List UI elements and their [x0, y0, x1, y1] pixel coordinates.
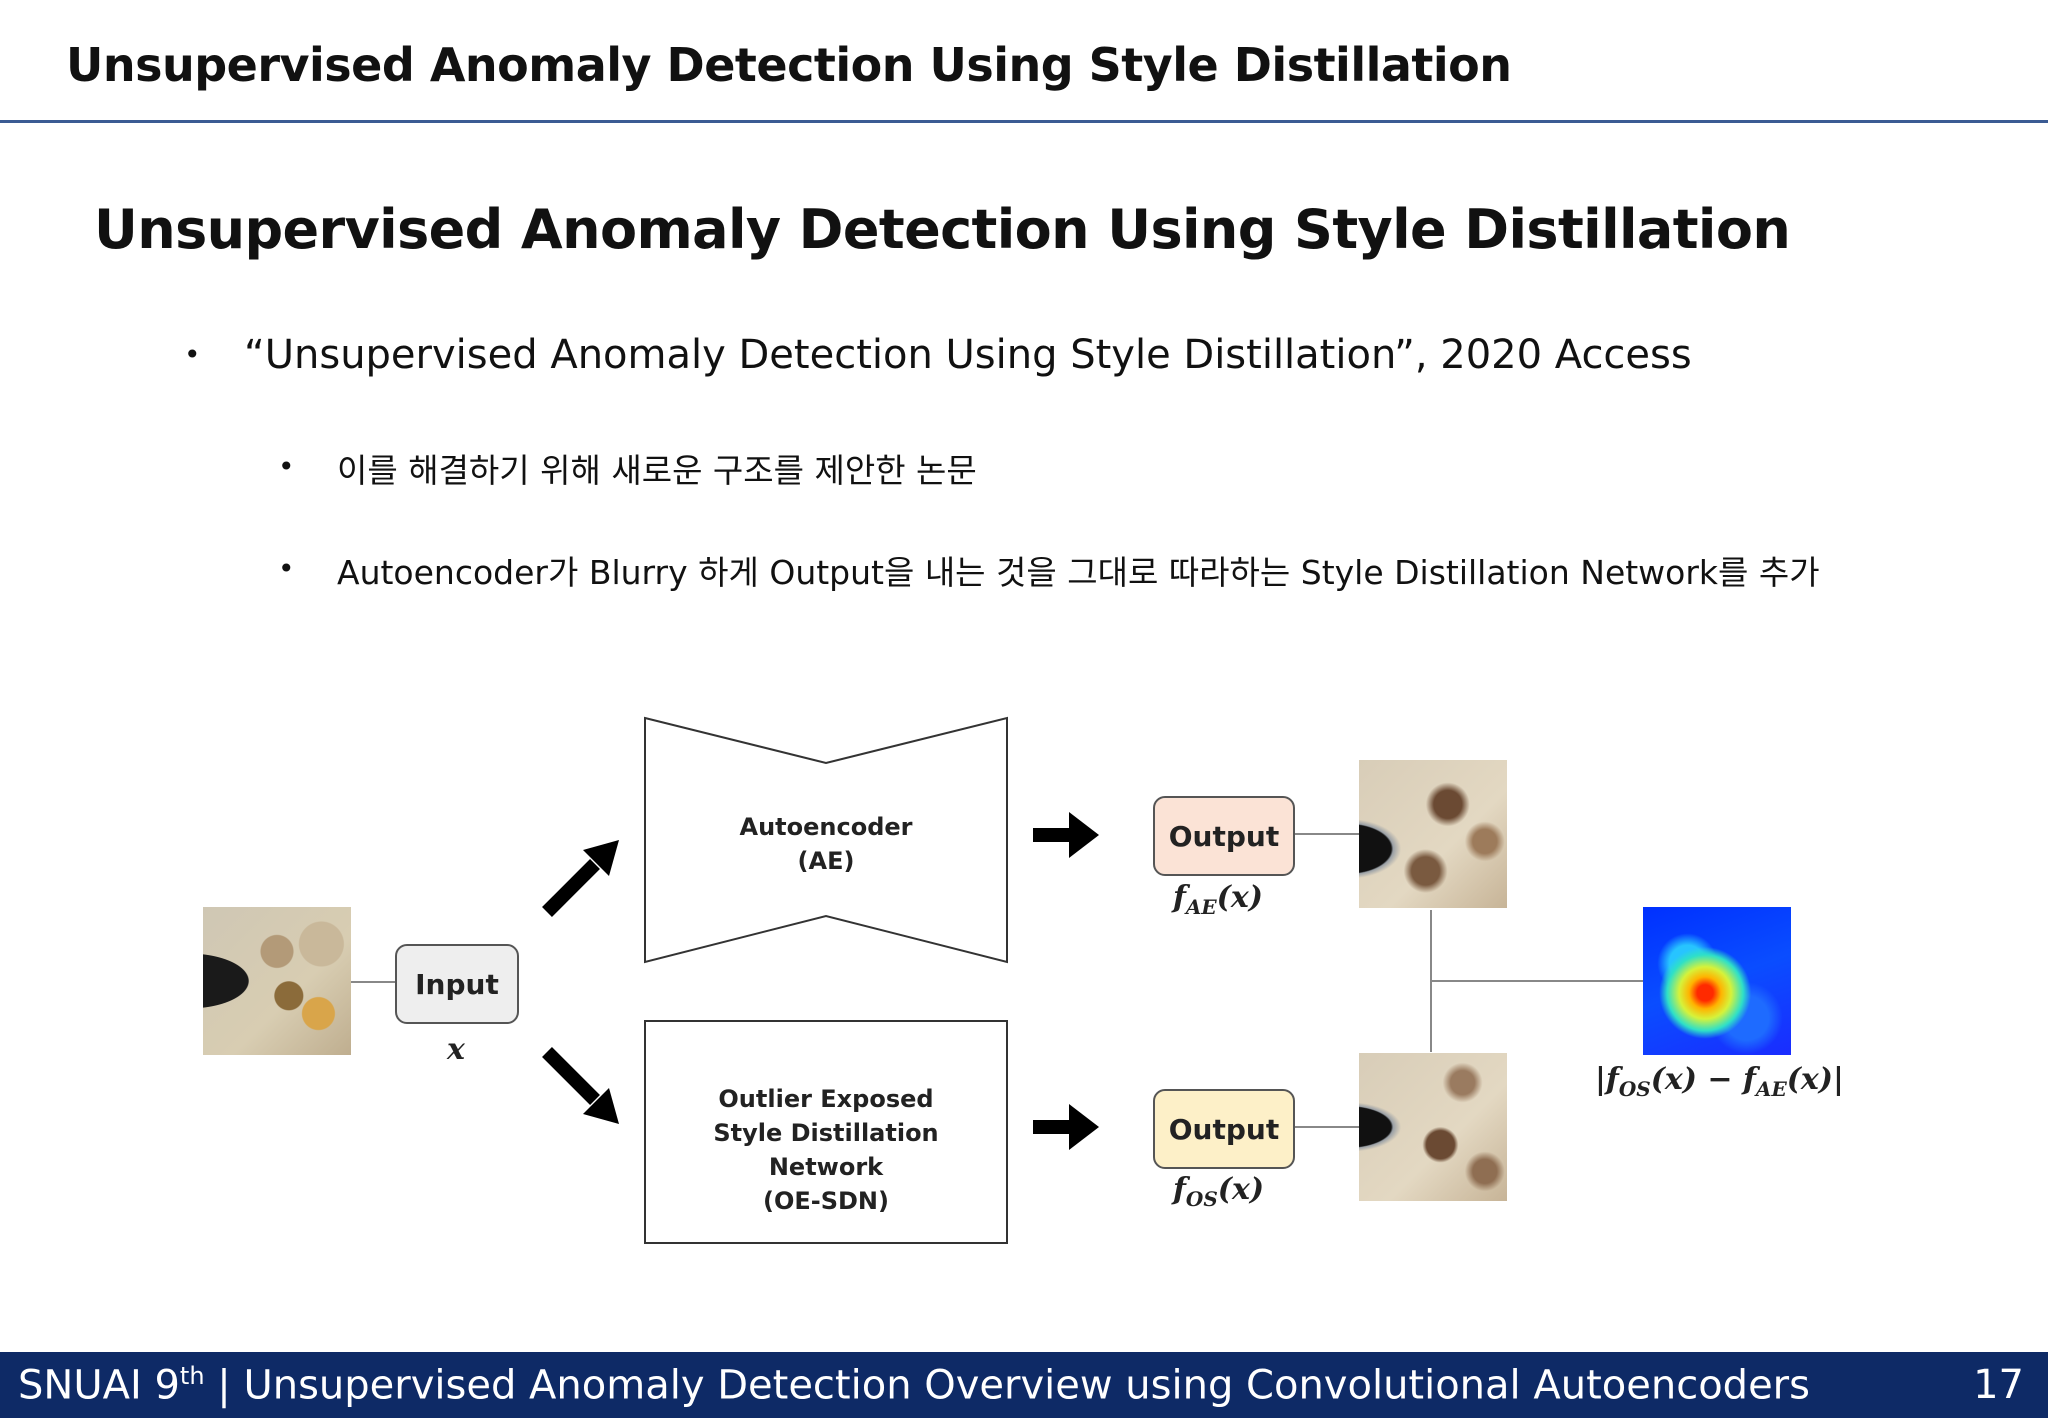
diff-right: (x)| — [1786, 1062, 1844, 1097]
input-variable: x — [447, 1032, 465, 1067]
f-ae-sub: AE — [1185, 895, 1217, 919]
sdn-label-line1: Outlier Exposed — [718, 1085, 934, 1113]
footer-subtitle: | Unsupervised Anomaly Detection Overvie… — [204, 1362, 1810, 1409]
anomaly-heatmap — [1643, 907, 1791, 1055]
slide-heading: Unsupervised Anomaly Detection Using Sty… — [94, 198, 1791, 261]
f-os-main: f — [1173, 1172, 1186, 1207]
f-ae-main: f — [1173, 880, 1186, 915]
arrow-ae-to-output — [1033, 812, 1099, 858]
sub-bullet-1-text: 이를 해결하기 위해 새로운 구조를 제안한 논문 — [337, 451, 977, 490]
sdn-box — [644, 1020, 1008, 1244]
header-title: Unsupervised Anomaly Detection Using Sty… — [66, 38, 1512, 92]
autoencoder-label: Autoencoder (AE) — [725, 810, 927, 878]
f-os-sub: OS — [1185, 1187, 1218, 1211]
f-ae-formula: fAE(x) — [1173, 880, 1263, 919]
footer-bar: SNUAI 9th | Unsupervised Anomaly Detecti… — [0, 1352, 2048, 1418]
f-os-arg: (x) — [1217, 1172, 1265, 1207]
diff-mid: (x) − f — [1650, 1062, 1756, 1097]
footer-text: SNUAI 9th | Unsupervised Anomaly Detecti… — [18, 1362, 1810, 1408]
output-top-node: Output — [1153, 796, 1295, 876]
input-image — [203, 907, 351, 1055]
header-divider — [0, 120, 2048, 123]
architecture-diagram: Input x Autoencoder (AE) Outlier Exposed… — [195, 700, 1855, 1270]
sdn-label: Outlier Exposed Style Distillation Netwo… — [655, 1082, 997, 1218]
sub-bullet-1: • 이를 해결하기 위해 새로운 구조를 제안한 논문 — [278, 444, 977, 492]
difference-formula: |fOS(x) − fAE(x)| — [1595, 1062, 1844, 1101]
diagram-lines — [351, 716, 1643, 1244]
diff-left: |f — [1595, 1062, 1619, 1097]
input-node: Input — [395, 944, 519, 1024]
bullet-main-text: “Unsupervised Anomaly Detection Using St… — [244, 332, 1692, 378]
bullet-dot: • — [278, 450, 295, 483]
footer-org-sup: th — [179, 1362, 205, 1390]
sub-bullet-2: • Autoencoder가 Blurry 하게 Output을 내는 것을 그… — [278, 546, 1820, 594]
autoencoder-shape — [644, 716, 1008, 964]
arrow-down-right — [542, 1047, 619, 1124]
ae-output-image — [1359, 760, 1507, 908]
bullet-dot: • — [184, 338, 201, 371]
autoencoder-label-line1: Autoencoder — [739, 813, 913, 841]
page-number: 17 — [1973, 1362, 2024, 1408]
output-bottom-node: Output — [1153, 1089, 1295, 1169]
diff-sub1: OS — [1618, 1077, 1651, 1101]
arrow-sdn-to-output — [1033, 1104, 1099, 1150]
arrow-up-right — [542, 840, 619, 917]
os-output-image — [1359, 1053, 1507, 1201]
diff-sub2: AE — [1755, 1077, 1787, 1101]
f-os-formula: fOS(x) — [1173, 1172, 1264, 1211]
bullet-main: • “Unsupervised Anomaly Detection Using … — [184, 332, 1692, 378]
bullet-dot: • — [278, 552, 295, 585]
f-ae-arg: (x) — [1216, 880, 1263, 915]
sub-bullet-2-text: Autoencoder가 Blurry 하게 Output을 내는 것을 그대로… — [337, 553, 1820, 592]
footer-org: SNUAI 9 — [18, 1362, 180, 1409]
autoencoder-label-line2: (AE) — [797, 847, 855, 875]
sdn-label-line3: (OE-SDN) — [763, 1187, 889, 1215]
sdn-label-line2: Style Distillation Network — [713, 1119, 939, 1181]
